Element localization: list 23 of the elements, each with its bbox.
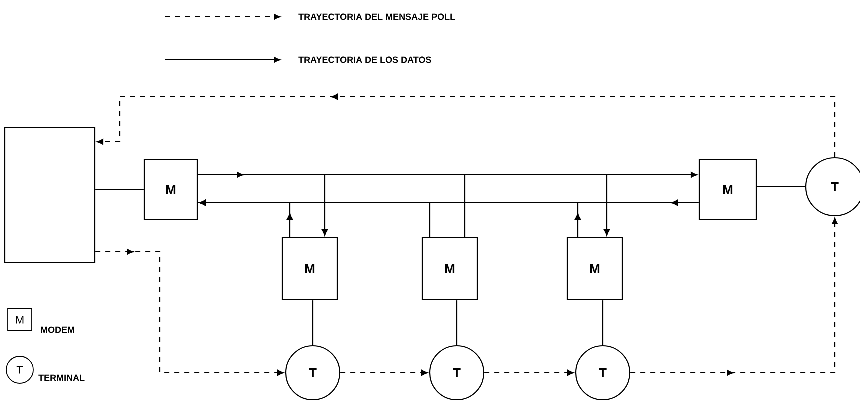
host-box: [4, 126, 96, 264]
poll-path-arrow: [96, 249, 284, 376]
modem-box: M: [282, 237, 338, 301]
modem-box: M: [566, 237, 624, 301]
connector-line: [312, 300, 314, 346]
modem-box: M: [698, 159, 758, 221]
modem-box: M: [422, 237, 478, 301]
connector-line: [198, 202, 431, 238]
connector-line: [456, 300, 458, 346]
connector-line: [602, 300, 604, 346]
data-path-arrow: [199, 200, 582, 238]
poll-path-arrow: [484, 370, 574, 376]
legend-text: MODEM: [41, 326, 74, 334]
poll-path-arrow: [630, 218, 838, 376]
connector-line: [757, 186, 806, 188]
connector-line: [96, 189, 144, 191]
poll-path-arrow: [340, 370, 428, 376]
legend-text: TRAYECTORIA DEL MENSAJE POLL: [298, 14, 456, 20]
poll-path-arrow: [96, 94, 836, 158]
modem-box: M: [144, 159, 198, 221]
legend-text: TERMINAL: [38, 374, 85, 382]
legend-text: TRAYECTORIA DE LOS DATOS: [298, 56, 432, 64]
data-path-arrow: [198, 174, 610, 236]
